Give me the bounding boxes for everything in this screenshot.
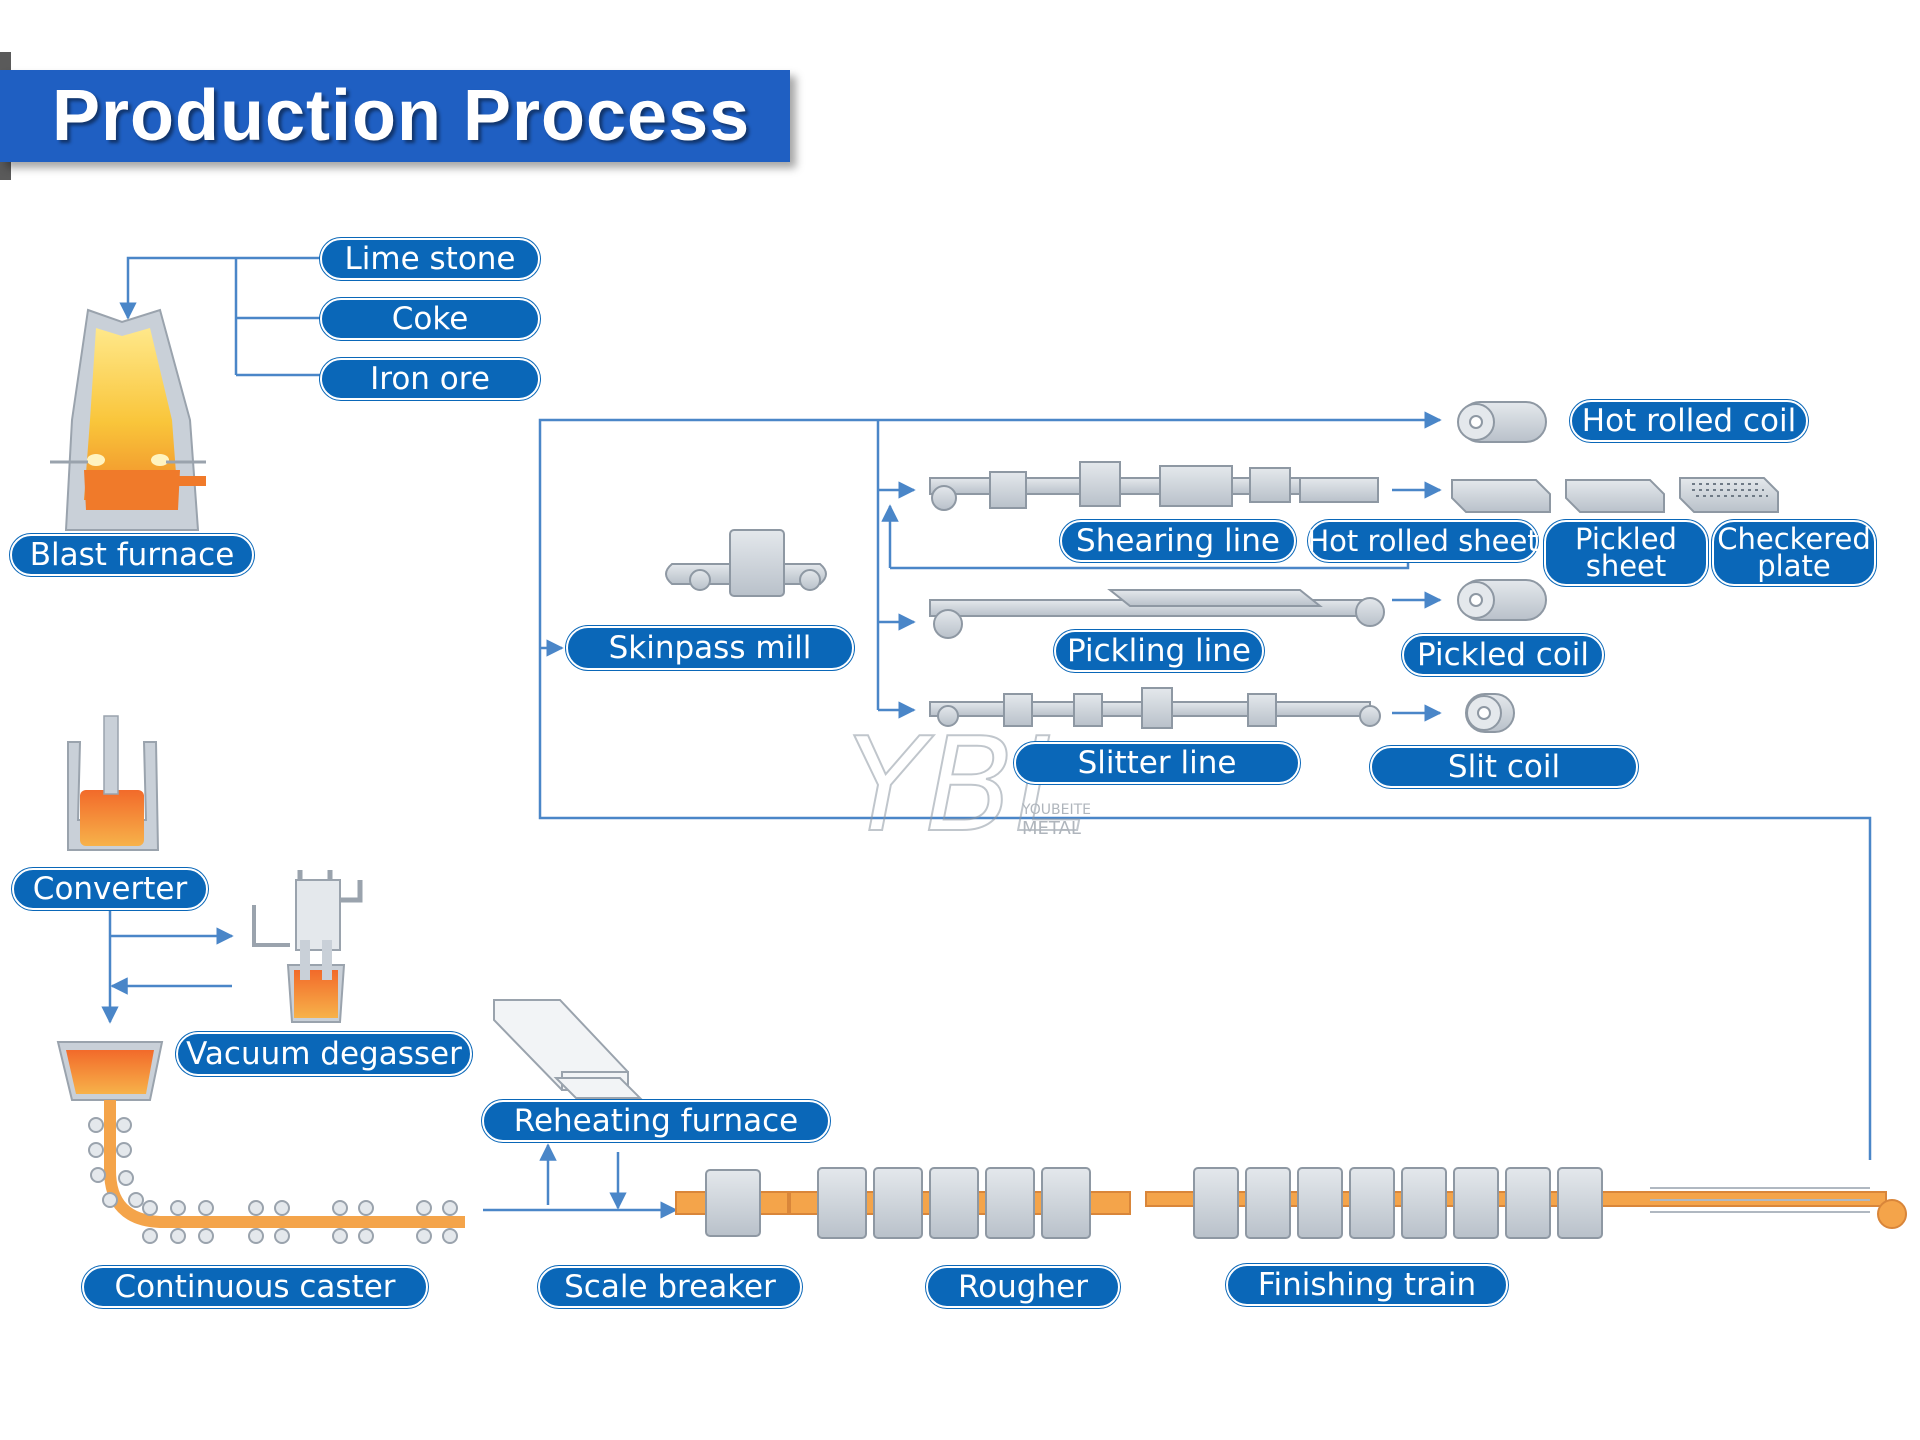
pickling-line-illustration <box>929 589 1385 639</box>
checkered-plate-icon <box>1679 477 1779 513</box>
watermark-mark: YBL <box>846 709 1087 861</box>
hot-rolled-coil-icon <box>1457 401 1547 443</box>
reheating-furnace-illustration <box>493 999 643 1099</box>
label-skinpass-mill: Skinpass mill <box>566 626 854 670</box>
label-pickling-line: Pickling line <box>1054 630 1264 672</box>
pickled-sheet-icon <box>1565 479 1665 513</box>
label-slit-coil: Slit coil <box>1370 746 1638 788</box>
label-finishing-train: Finishing train <box>1226 1264 1508 1306</box>
title-banner <box>0 70 790 162</box>
continuous-caster-illustration <box>56 1041 465 1244</box>
label-shearing-line: Shearing line <box>1060 520 1296 562</box>
label-vacuum-degasser: Vacuum degasser <box>176 1032 472 1076</box>
label-scale-breaker: Scale breaker <box>538 1266 802 1308</box>
converter-illustration <box>67 715 160 851</box>
label-lime-stone: Lime stone <box>320 238 540 280</box>
watermark-line2: METAL <box>1022 818 1081 839</box>
skinpass-mill-illustration <box>665 529 827 597</box>
label-coke: Coke <box>320 298 540 340</box>
label-iron-ore: Iron ore <box>320 358 540 400</box>
blast-furnace-illustration <box>50 308 206 531</box>
label-rougher: Rougher <box>926 1266 1120 1308</box>
label-reheating-furnace: Reheating furnace <box>482 1100 830 1142</box>
run-out-rollers <box>1650 1187 1870 1213</box>
slitter-line-illustration <box>929 687 1381 729</box>
slit-coil-icon <box>1465 693 1515 733</box>
label-converter: Converter <box>12 868 208 910</box>
label-pickled-sheet: Pickled sheet <box>1544 520 1708 586</box>
vacuum-degasser-illustration <box>252 870 363 1023</box>
label-slitter-line: Slitter line <box>1014 742 1300 784</box>
label-checkered-plate: Checkered plate <box>1712 520 1876 586</box>
label-pickled-coil: Pickled coil <box>1402 634 1604 676</box>
shearing-line-illustration <box>929 461 1379 511</box>
watermark-logo: YBL YOUBEITE METAL <box>845 708 1091 862</box>
label-continuous-caster: Continuous caster <box>82 1266 428 1308</box>
label-hot-rolled-sheet: Hot rolled sheet <box>1307 520 1539 562</box>
hot-rolled-sheet-icon <box>1451 479 1551 513</box>
label-blast-furnace: Blast furnace <box>10 534 254 576</box>
roll-stands <box>705 1167 1603 1239</box>
watermark-line1: YOUBEITE <box>1021 802 1091 818</box>
pickled-coil-icon <box>1457 579 1547 621</box>
page-title: Production Process <box>52 76 751 156</box>
label-hot-rolled-coil: Hot rolled coil <box>1570 400 1808 442</box>
